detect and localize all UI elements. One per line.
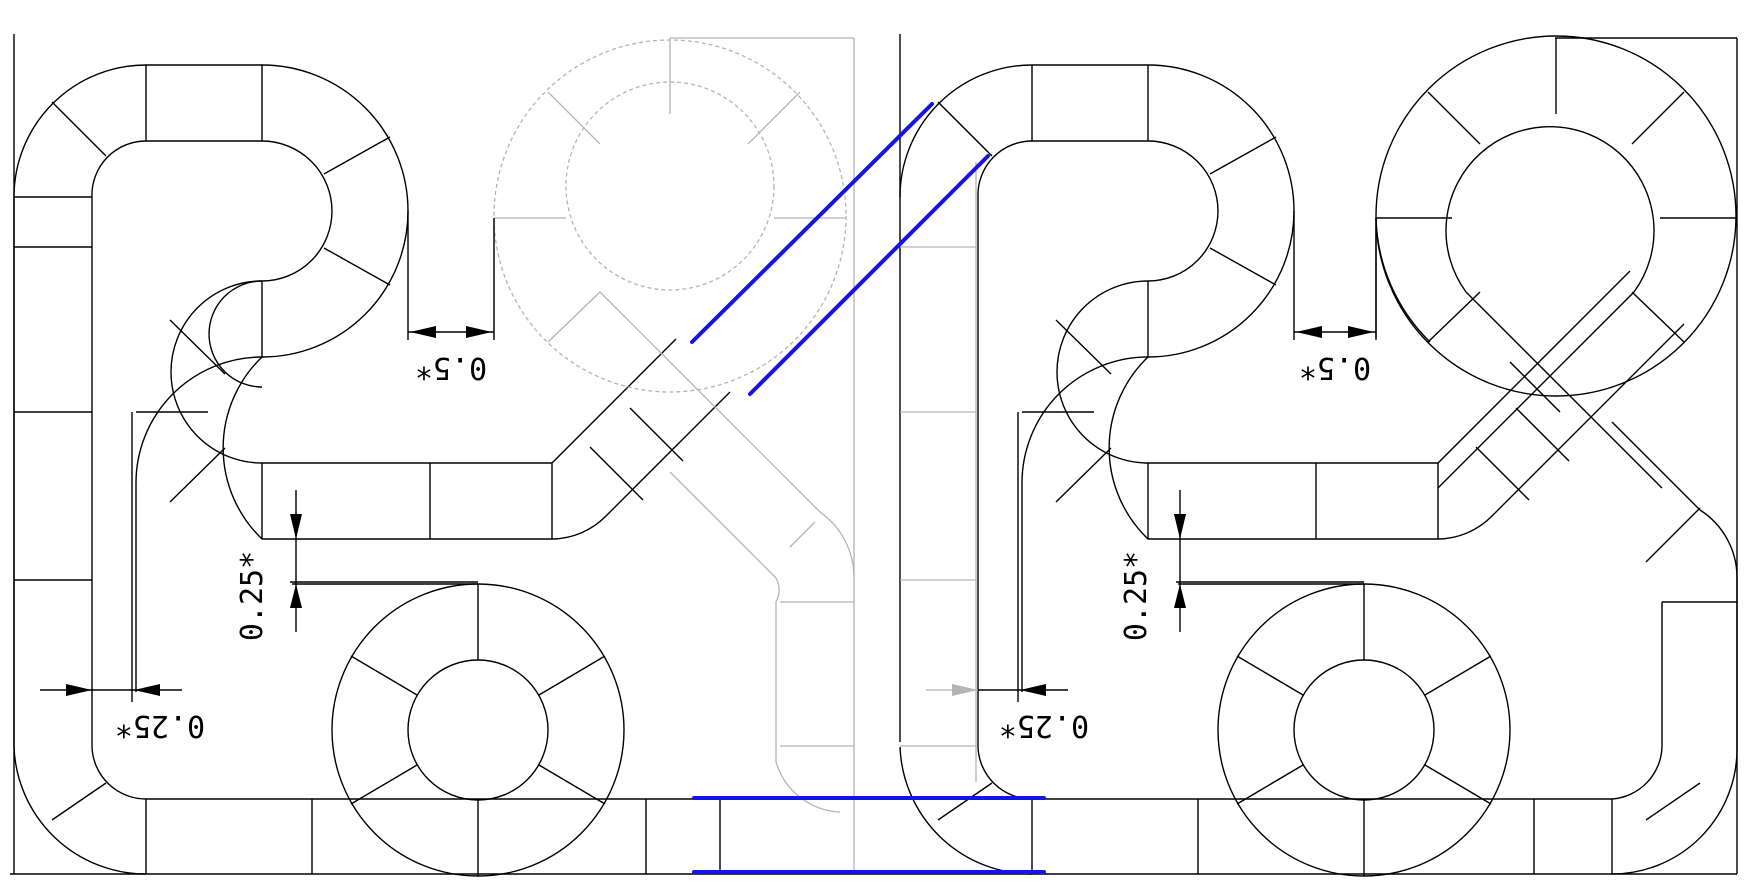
- right-dimension-gap-bottom: 0.25*: [926, 412, 1089, 743]
- right-hidden-strip: [900, 162, 977, 782]
- left-gap-top-label: 0.5*: [415, 350, 487, 385]
- right-track-layout: [899, 35, 1738, 877]
- left-dimension-gap-bottom: 0.25*: [40, 412, 205, 743]
- right-gap-bottom-label: 0.25*: [999, 708, 1089, 743]
- right-dimension-gap-mid: 0.25*: [1119, 490, 1364, 641]
- left-track-layout: [13, 64, 731, 877]
- left-gap-mid-label: 0.25*: [235, 551, 270, 641]
- right-gap-top-label: 0.5*: [1299, 350, 1371, 385]
- left-dimension-gap-top: 0.5*: [407, 211, 495, 385]
- highlight-segments: [690, 102, 1046, 874]
- left-hidden-loop: [493, 38, 855, 813]
- left-dimension-gap-mid: 0.25*: [235, 490, 478, 641]
- right-gap-mid-label: 0.25*: [1119, 551, 1154, 641]
- left-gap-bottom-label: 0.25*: [115, 708, 205, 743]
- right-dimension-gap-top: 0.5*: [1293, 211, 1377, 385]
